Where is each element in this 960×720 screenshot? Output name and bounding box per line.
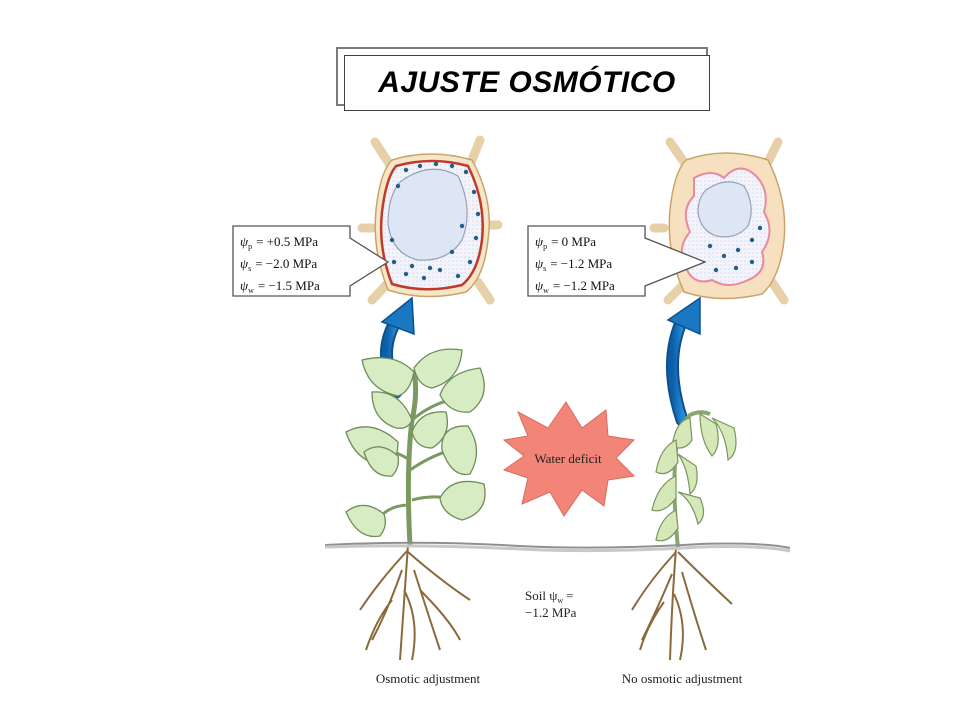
right-cell bbox=[649, 137, 789, 305]
title-box: AJUSTE OSMÓTICO bbox=[344, 55, 710, 111]
right-psi-p: ψp= 0 MPa bbox=[535, 234, 596, 251]
left-plant-stem bbox=[405, 369, 419, 546]
left-plant-healthy bbox=[345, 348, 486, 661]
right-callout-shape bbox=[527, 225, 707, 297]
left-cell-vacuole bbox=[387, 168, 468, 261]
soil-surface bbox=[324, 541, 791, 549]
right-plant-wilted bbox=[631, 410, 737, 661]
left-callout-shape bbox=[232, 225, 390, 297]
right-potential-list: ψp= 0 MPa ψs= −1.2 MPa ψw= −1.2 MPa bbox=[535, 234, 615, 295]
left-cell-solute-dots bbox=[389, 161, 481, 281]
soil-potential-label: Soil ψw= −1.2 MPa bbox=[525, 588, 577, 620]
left-psi-p: ψp= +0.5 MPa bbox=[240, 234, 318, 251]
right-cell-vacuole bbox=[697, 181, 752, 238]
left-plant-leaves bbox=[345, 348, 486, 538]
right-psi-w: ψw= −1.2 MPa bbox=[535, 278, 615, 295]
left-potential-list: ψp= +0.5 MPa ψs= −2.0 MPa ψw= −1.5 MPa bbox=[240, 234, 320, 295]
svg-text:−1.2 MPa: −1.2 MPa bbox=[525, 605, 577, 620]
left-psi-w: ψw= −1.5 MPa bbox=[240, 278, 320, 295]
right-plant-roots bbox=[631, 547, 733, 661]
right-blue-arrow bbox=[665, 296, 701, 427]
water-deficit-burst: Water deficit bbox=[502, 401, 636, 517]
svg-text:Soil ψw=: Soil ψw= bbox=[525, 588, 573, 605]
left-plant-roots bbox=[359, 544, 471, 661]
left-panel-label: Osmotic adjustment bbox=[376, 671, 481, 686]
slide-title: AJUSTE OSMÓTICO bbox=[378, 66, 676, 99]
right-panel-label: No osmotic adjustment bbox=[622, 671, 743, 686]
right-cell-wall-stubs bbox=[649, 137, 789, 305]
right-psi-s: ψs= −1.2 MPa bbox=[535, 256, 612, 273]
left-potential-callout: ψp= +0.5 MPa ψs= −2.0 MPa ψw= −1.5 MPa bbox=[232, 225, 390, 297]
left-cell-wall-stubs bbox=[357, 135, 503, 305]
water-deficit-label: Water deficit bbox=[534, 451, 602, 466]
left-psi-s: ψs= −2.0 MPa bbox=[240, 256, 317, 273]
left-cell bbox=[357, 135, 503, 305]
right-plant-leaves bbox=[651, 412, 737, 542]
right-cell-solute-dots bbox=[707, 225, 763, 273]
right-potential-callout: ψp= 0 MPa ψs= −1.2 MPa ψw= −1.2 MPa bbox=[527, 225, 707, 297]
